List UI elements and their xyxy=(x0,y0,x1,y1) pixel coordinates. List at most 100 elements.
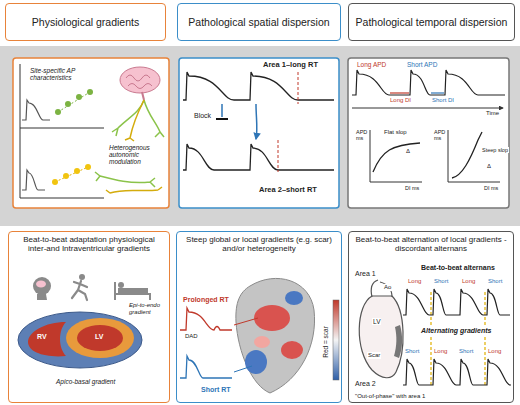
region-label: Area 1 xyxy=(354,270,377,278)
trace-label: Long APD xyxy=(356,61,387,68)
rv-cavity xyxy=(28,322,66,356)
scar-patch xyxy=(254,305,290,331)
interval-bar xyxy=(390,92,409,93)
bed-icon xyxy=(115,282,150,300)
section-header: Pathological temporal dispersion xyxy=(348,3,515,41)
restitution-axes xyxy=(370,130,422,182)
annotation-label: "Out-of-phase" with area 1 xyxy=(354,393,426,400)
action-potential-trace xyxy=(183,72,334,100)
axis-label: DI ms xyxy=(404,185,420,191)
trace-label: Long xyxy=(461,278,476,285)
illustration-panel xyxy=(179,58,339,208)
heading-text: Pathological temporal dispersion xyxy=(356,16,508,28)
trace-label: Prolonged RT xyxy=(182,296,230,304)
scar-patch xyxy=(394,325,402,358)
action-potential-trace xyxy=(22,100,50,120)
scar-patch xyxy=(281,341,303,359)
trace-label: Short xyxy=(487,278,503,285)
section-header: Pathological spatial dispersion xyxy=(177,3,341,41)
trace-label: Short RT xyxy=(200,386,232,394)
nerve-fiber xyxy=(95,172,155,187)
action-potential-trace xyxy=(403,289,510,315)
short-rt-patch xyxy=(285,291,303,305)
brain-folds xyxy=(126,75,152,89)
anatomy-label: LV xyxy=(372,318,381,325)
heading-text: Steep global or local gradients (e.g. sc… xyxy=(182,235,336,253)
region-label: Area 2–short RT xyxy=(258,186,318,194)
trace-label: Short xyxy=(404,348,420,355)
runner-icon xyxy=(72,281,87,300)
leader-line xyxy=(234,366,252,372)
discordant-alternans xyxy=(359,280,511,386)
curve-label: Flat slop xyxy=(383,129,408,136)
data-dot xyxy=(76,94,82,100)
brain-icon xyxy=(120,67,160,93)
restitution-curve xyxy=(373,143,420,172)
plot-axes xyxy=(20,64,104,198)
annotation-label: Block xyxy=(193,112,212,120)
brain-and-nerves xyxy=(95,67,164,193)
temporal-dispersion xyxy=(352,70,505,182)
heading-text: Beat-to-beat alternation of local gradie… xyxy=(354,235,508,253)
action-potential-trace xyxy=(22,170,45,190)
short-rt-patch xyxy=(245,350,267,374)
data-dot xyxy=(65,101,71,107)
panel-box: Steep global or local gradients (e.g. sc… xyxy=(176,231,342,403)
aorta-outline xyxy=(371,280,392,297)
scar-heart xyxy=(180,278,339,393)
nerve-fiber xyxy=(106,187,162,193)
head-icon xyxy=(33,277,51,295)
scale-label: Red = scar xyxy=(322,325,329,359)
anatomy-label: Scar xyxy=(367,352,381,359)
heart-surface xyxy=(236,278,315,393)
data-dot xyxy=(63,173,69,179)
lv-wall xyxy=(66,318,134,358)
action-potential-trace xyxy=(352,70,505,95)
annotation-label: Alternating gradients xyxy=(420,327,492,335)
ap-plots xyxy=(20,64,104,198)
heart-wall xyxy=(18,312,142,368)
background-band xyxy=(0,46,520,226)
interval-bar xyxy=(431,92,444,93)
nerve-fiber xyxy=(125,100,144,141)
gradient-label: Apico-basal gradient xyxy=(55,378,116,385)
repolarisation-marker xyxy=(298,72,299,104)
data-dot xyxy=(87,89,93,95)
action-potential-trace xyxy=(403,359,511,385)
axis-label: Time xyxy=(485,110,500,117)
illustration-panel xyxy=(348,58,509,208)
axis-label: APD ms xyxy=(433,129,447,141)
colour-bar xyxy=(333,300,339,380)
nerve-fiber xyxy=(112,100,164,137)
conduction-arrow xyxy=(255,104,257,139)
annotation-label: Site-specific AP characteristics xyxy=(29,67,81,81)
time-axis xyxy=(352,108,503,109)
action-potential-trace xyxy=(180,308,232,330)
block-bar xyxy=(216,118,228,120)
chamber-label: LV xyxy=(94,333,104,341)
action-potential-trace xyxy=(180,356,232,378)
data-dot xyxy=(52,179,58,185)
panel-ground xyxy=(8,231,170,403)
data-dot xyxy=(85,164,91,170)
region-label: Area 1–long RT xyxy=(262,61,319,69)
scar-patch xyxy=(254,336,270,348)
trace-label: Short DI xyxy=(431,97,455,104)
annotation-label: Beat-to-beat alternans xyxy=(420,264,496,272)
activity-icons xyxy=(33,274,150,300)
section-header: Physiological gradients xyxy=(5,3,166,41)
curve-label: Steep slop xyxy=(481,147,509,153)
dot-trend xyxy=(55,167,88,182)
bed-icon xyxy=(118,288,148,293)
action-potential-trace xyxy=(183,144,334,170)
trace-label: Long xyxy=(433,348,448,355)
runner-icon xyxy=(79,274,85,280)
panel-ground xyxy=(348,231,514,403)
data-dot xyxy=(55,109,61,115)
trace-label: Long xyxy=(487,348,502,355)
heading-text: Pathological spatial dispersion xyxy=(188,16,329,28)
anatomy-label: Ao xyxy=(383,284,392,291)
trace-label: DAD xyxy=(184,333,199,340)
